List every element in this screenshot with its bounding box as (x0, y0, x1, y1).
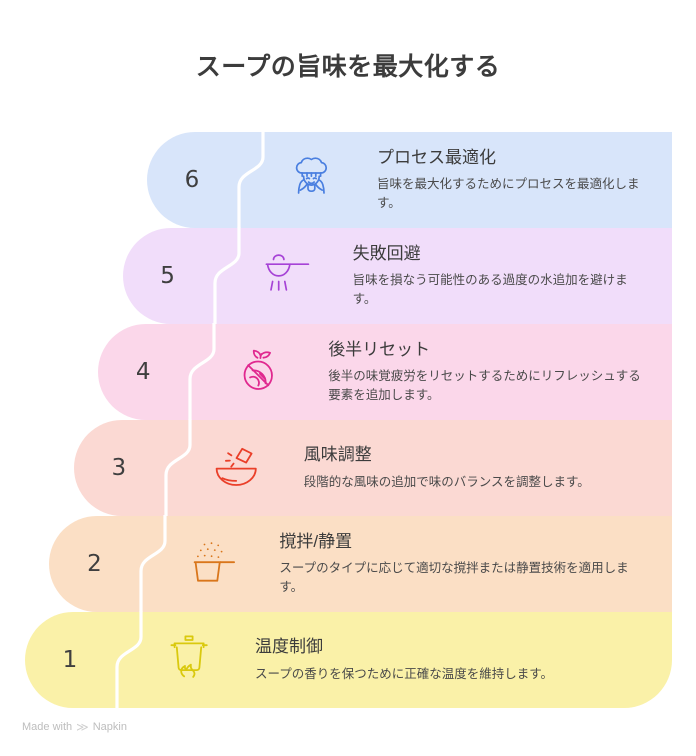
step-number-block: 4 (98, 324, 189, 420)
step-description: 後半の味覚疲労をリセットするためにリフレッシュする要素を追加します。 (328, 369, 641, 403)
step-row[interactable]: 1 温度制御スープの香りを保つために正確な温度を維持します。 (25, 611, 672, 709)
step-icon-block (263, 132, 359, 228)
step-description: 段階的な風味の追加で味のバランスを調整します。 (303, 474, 590, 489)
footer-prefix: Made with (22, 721, 73, 733)
step-content-block: 温度制御スープの香りを保つために正確な温度を維持します。 (237, 612, 672, 708)
step-divider-curve (139, 515, 167, 613)
step-description: 旨味を最大化するためにプロセスを最適化します。 (377, 177, 640, 211)
step-title: プロセス最適化 (377, 147, 496, 167)
step-row[interactable]: 3 風味調整段階的な風味の追加で味のバランスを調整します。 (73, 419, 672, 517)
chef-icon (285, 154, 337, 206)
step-divider-curve (212, 227, 241, 325)
step-number-block: 2 (49, 516, 140, 612)
step-icon-block (165, 516, 262, 612)
step-number: 2 (87, 550, 102, 577)
page-title: スープの旨味を最大化する (195, 53, 501, 81)
step-title: 後半リセット (328, 339, 431, 359)
step-content-block: 失敗回避旨味を損なう可能性のある過度の水追加を避けます。 (334, 228, 672, 324)
watering-can-icon (259, 250, 315, 302)
step-description: スープのタイプに応じて適切な撹拌または静置技術を適用します。 (279, 561, 629, 595)
step-divider-curve (115, 611, 143, 709)
step-divider-curve (163, 419, 192, 517)
napkin-logo-icon: ≫ (76, 720, 89, 734)
pot-flame-icon (162, 632, 216, 688)
step-divider-curve (237, 131, 265, 229)
step-title: 風味調整 (303, 445, 372, 465)
step-icon-block (214, 324, 311, 420)
footer-brand: Napkin (92, 721, 127, 733)
step-content-block: 風味調整段階的な風味の追加で味のバランスを調整します。 (285, 420, 672, 516)
step-description: スープの香りを保つために正確な温度を維持します。 (255, 666, 554, 681)
step-number: 3 (111, 454, 127, 481)
step-row[interactable]: 4 後半リセット後半の味覚疲労をリセットするためにリフレッシュする要素を追加しま… (98, 323, 672, 421)
step-number: 1 (62, 646, 78, 673)
step-title: 撹拌/静置 (279, 531, 353, 551)
pot-steam-icon (184, 537, 242, 591)
footer-attribution: Made with ≫ Napkin (22, 721, 127, 733)
step-title: 温度制御 (255, 637, 323, 657)
step-title: 失敗回避 (352, 243, 421, 263)
step-icon-block (189, 420, 286, 516)
step-icon-block (238, 228, 335, 324)
step-number-block: 1 (25, 612, 115, 708)
step-content-block: プロセス最適化旨味を最大化するためにプロセスを最適化します。 (359, 132, 672, 228)
bowl-seasoning-icon (209, 442, 267, 494)
step-content-block: 撹拌/静置スープのタイプに応じて適切な撹拌または静置技術を適用します。 (261, 516, 672, 612)
step-description: 旨味を損なう可能性のある過度の水追加を避けます。 (352, 273, 628, 307)
step-number-block: 3 (73, 420, 164, 516)
citrus-icon (234, 345, 290, 399)
step-number-block: 5 (122, 228, 213, 324)
step-icon-block (141, 612, 237, 708)
step-number: 5 (160, 262, 175, 289)
step-number: 6 (184, 166, 200, 193)
step-content-block: 後半リセット後半の味覚疲労をリセットするためにリフレッシュする要素を追加します。 (310, 324, 672, 420)
step-row[interactable]: 2 撹拌/静置スープのタイプに応じて適切な撹拌または静置技術を適用します。 (49, 515, 672, 613)
step-row[interactable]: 6 プロセス最適化旨味を最大化するためにプロセスを最適化します。 (147, 131, 672, 229)
step-number: 4 (135, 358, 151, 385)
step-divider-curve (188, 323, 216, 421)
step-row[interactable]: 5 失敗回避旨味を損なう可能性のある過度の水追加を避けます。 (122, 227, 672, 325)
staircase-diagram: 6 プロセス最適化旨味を最大化するためにプロセスを最適化します。5 失敗 (0, 131, 696, 709)
step-number-block: 6 (147, 132, 237, 228)
